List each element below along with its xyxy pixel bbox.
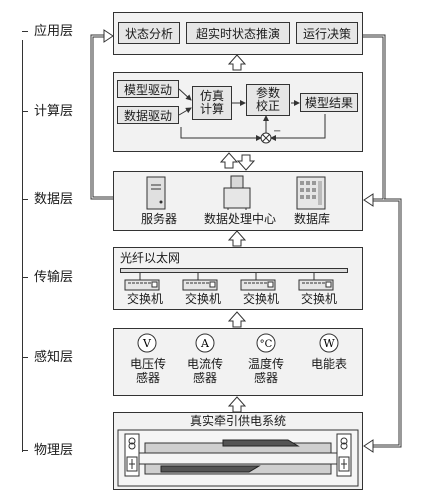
layer-label-physical: 物理层 <box>22 443 73 459</box>
train-upper-icon <box>222 439 300 447</box>
processing-center-label: 数据处理中心 <box>203 212 276 226</box>
sensor-icons: V A °C W <box>137 333 339 353</box>
fiber-ethernet-label: 光纤以太网 <box>120 251 181 265</box>
right-down-arrowhead-1 <box>363 193 374 207</box>
operation-decision-box: 运行决策 <box>296 22 358 44</box>
right-down-arrowhead-2 <box>363 439 374 453</box>
data-driven-box: 数据驱动 <box>117 106 179 124</box>
switch-row <box>124 273 334 291</box>
database-icon <box>296 176 326 210</box>
voltage-sensor-icon: V <box>137 333 157 353</box>
right-down-line-1 <box>363 34 386 202</box>
switch-label-3: 交换机 <box>242 292 279 306</box>
compute-flow-lines: − <box>178 88 326 144</box>
layer-label-compute: 计算层 <box>22 104 73 120</box>
layer-label-sensing: 感知层 <box>22 350 73 366</box>
svg-text:°C: °C <box>260 339 273 350</box>
ethernet-bus <box>120 268 348 273</box>
left-feedback-arrowhead <box>103 29 114 43</box>
temperature-sensor-icon: °C <box>256 333 276 353</box>
switch-icon-4 <box>298 273 334 291</box>
switch-label-1: 交换机 <box>126 292 163 306</box>
up-arrow-compute-application <box>227 54 247 71</box>
model-result-box: 模型结果 <box>300 93 358 112</box>
temperature-sensor-label: 温度传感器 <box>247 357 284 385</box>
model-driven-box: 模型驱动 <box>117 80 179 98</box>
svg-text:V: V <box>142 337 152 350</box>
up-arrow-transport-data <box>227 230 247 247</box>
server-icon <box>146 176 166 210</box>
physical-system-title: 真实牵引供电系统 <box>189 414 286 428</box>
layer-label-application: 应用层 <box>22 24 73 40</box>
traction-system-illustration <box>117 429 359 487</box>
switch-icon-3 <box>240 273 276 291</box>
realtime-projection-box: 超实时状态推演 <box>186 22 290 44</box>
up-arrow-physical-sensing <box>227 396 247 413</box>
layer-sidebar-line <box>22 40 23 452</box>
layer-label-data: 数据层 <box>22 192 73 208</box>
energy-meter-icon: W <box>319 333 339 353</box>
database-label: 数据库 <box>293 212 330 226</box>
switch-icon-2 <box>182 273 218 291</box>
transport-panel <box>113 247 363 310</box>
svg-text:A: A <box>200 337 210 350</box>
left-feedback-line <box>90 34 113 200</box>
substation-icon-left <box>124 433 140 477</box>
energy-meter-label: 电能表 <box>310 357 347 371</box>
server-label: 服务器 <box>140 212 177 226</box>
switch-icon-1 <box>124 273 160 291</box>
simulation-box: 仿真计算 <box>192 86 232 120</box>
down-arrow-compute-data <box>236 154 256 171</box>
right-down-line-2 <box>372 198 402 448</box>
voltage-sensor-label: 电压传感器 <box>129 357 166 385</box>
current-sensor-icon: A <box>195 333 215 353</box>
switch-label-2: 交换机 <box>184 292 221 306</box>
up-arrow-sensing-transport <box>227 311 247 328</box>
state-analysis-box: 状态分析 <box>118 22 180 44</box>
current-sensor-label: 电流传感器 <box>186 357 223 385</box>
substation-icon-right <box>336 433 352 477</box>
processing-center-icon <box>223 175 251 210</box>
minus-sign: − <box>273 126 281 137</box>
train-lower-icon <box>160 465 261 473</box>
param-correction-box: 参数校正 <box>246 84 290 116</box>
svg-text:W: W <box>323 337 335 350</box>
switch-label-4: 交换机 <box>300 292 337 306</box>
up-arrow-data-compute <box>219 152 239 169</box>
layer-label-transport: 传输层 <box>22 270 73 286</box>
